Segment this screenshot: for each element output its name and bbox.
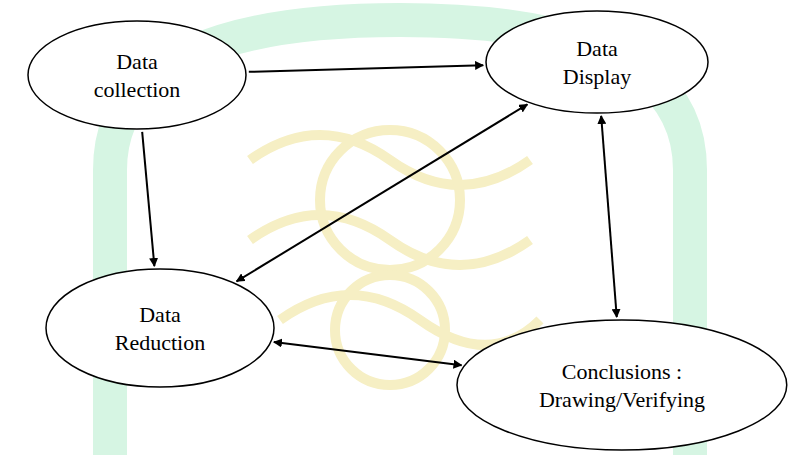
ellipse-outline [27, 20, 247, 130]
ellipse-outline [456, 319, 788, 451]
flow-arrow [142, 132, 154, 266]
process-ellipse: Data collection [27, 20, 247, 130]
ellipse-outline [45, 268, 275, 388]
node-label: Data collection [77, 48, 197, 103]
node-label: Data Display [542, 35, 652, 90]
process-ellipse: Conclusions : Drawing/Verifying [456, 319, 788, 451]
process-ellipse: Data Reduction [45, 268, 275, 388]
flow-arrow [237, 104, 528, 281]
flow-arrow [274, 342, 462, 365]
process-ellipse: Data Display [485, 10, 709, 114]
node-label: Data Reduction [100, 301, 220, 356]
flow-arrow [601, 116, 617, 317]
node-label: Conclusions : Drawing/Verifying [515, 358, 730, 413]
ellipse-outline [485, 10, 709, 114]
flow-arrow [249, 65, 483, 72]
